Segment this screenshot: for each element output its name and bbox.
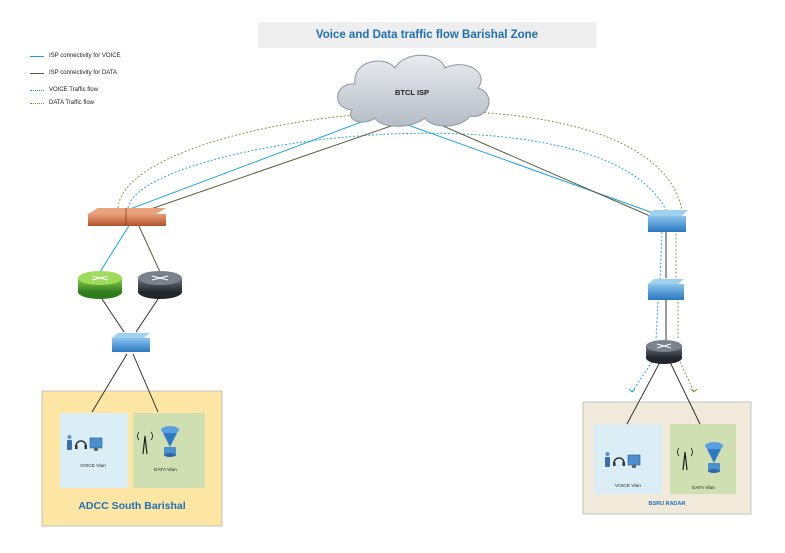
- title-box: Voice and Data traffic flow Barishal Zon…: [258, 22, 596, 48]
- antenna-icon-right: [677, 447, 693, 471]
- cloud-icon: [337, 54, 490, 127]
- isp-data-links: [137, 115, 651, 273]
- voice-vlan-label-right: VOICE Vlan: [615, 484, 641, 489]
- site-name-right: BSRU RADAR: [648, 501, 686, 507]
- antenna-icon-left: [137, 431, 153, 455]
- router-voice-left-icon: [78, 271, 122, 299]
- site-name-left: ADCC South Barishal: [78, 500, 186, 512]
- monitor-icon-left: [89, 437, 103, 451]
- voice-traffic-flow: [127, 132, 667, 393]
- data-flow-arrow: [690, 388, 698, 393]
- data-vlan-label-right: DATA Vlan: [692, 486, 715, 491]
- switch-right-mid-icon: [648, 279, 684, 300]
- local-links: [91, 232, 701, 425]
- switch-right-top-icon: [648, 210, 688, 232]
- page-title: Voice and Data traffic flow Barishal Zon…: [315, 29, 539, 41]
- data-vlan-box-right: [670, 424, 736, 494]
- legend-item: ISP connectivity for VOICE: [30, 50, 121, 62]
- data-vlan-label-left: DATA Vlan: [154, 468, 177, 473]
- legend-swatch-voice-flow: [30, 89, 44, 91]
- switch-left-icon: [112, 333, 150, 352]
- firewall-left-icon: [88, 208, 166, 226]
- legend-swatch-data-isp: [30, 72, 44, 74]
- voice-flow-arrow: [628, 388, 636, 393]
- monitor-icon-right: [627, 454, 641, 468]
- legend-label: VOICE Traffic flow: [49, 87, 98, 93]
- cloud-label: BTCL ISP: [395, 88, 430, 97]
- ip-phone-icon-left: [67, 435, 72, 450]
- legend-item: ISP connectivity for DATA: [30, 67, 121, 79]
- legend-swatch-voice-isp: [30, 55, 44, 57]
- headset-icon-right: [613, 457, 625, 466]
- legend-swatch-data-flow: [30, 102, 44, 104]
- legend: ISP connectivity for VOICE ISP connectiv…: [30, 50, 121, 114]
- legend-label: DATA Traffic flow: [49, 100, 95, 106]
- headset-icon-left: [75, 440, 87, 449]
- router-right-icon: [646, 340, 682, 364]
- isp-voice-links: [99, 114, 657, 273]
- ip-phone-icon-right: [605, 452, 610, 467]
- voice-vlan-label-left: VOICE Vlan: [80, 464, 106, 469]
- data-traffic-flow: [117, 110, 695, 393]
- radar-dish-icon-left: [161, 426, 179, 457]
- legend-label: ISP connectivity for VOICE: [49, 53, 121, 59]
- legend-item: DATA Traffic flow: [30, 97, 121, 109]
- radar-dish-icon-right: [705, 442, 723, 473]
- legend-label: ISP connectivity for DATA: [49, 70, 118, 76]
- legend-item: VOICE Traffic flow: [30, 84, 121, 96]
- router-data-left-icon: [138, 271, 182, 299]
